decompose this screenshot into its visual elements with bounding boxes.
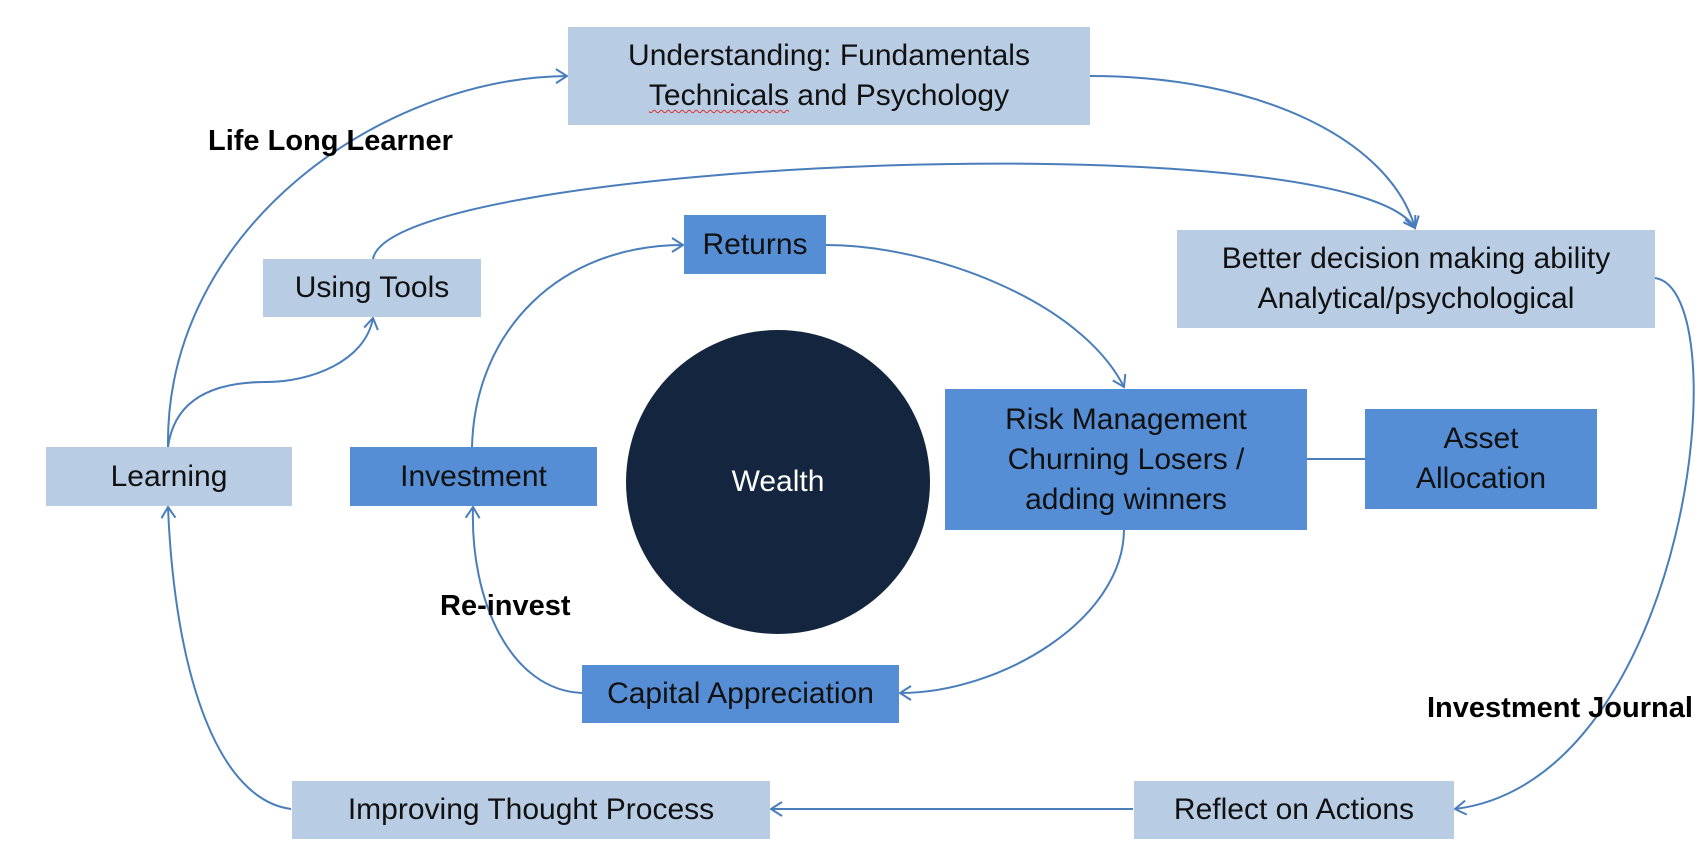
returns-box: Returns	[684, 215, 826, 274]
arrow-understanding-to-decision	[1089, 75, 1420, 230]
wealth-label: Wealth	[731, 465, 825, 498]
asset-allocation-line1: Asset	[1443, 422, 1519, 455]
understanding-box: Understanding: Fundamentals Technicals a…	[568, 27, 1090, 125]
understanding-line2: Technicals and Psychology	[649, 76, 1009, 116]
arrow-returns-to-risk	[825, 244, 1127, 389]
arrow-decision-to-reflect	[1453, 277, 1695, 816]
improving-thought-label: Improving Thought Process	[347, 793, 715, 826]
arrow-risk-to-capital	[898, 528, 1125, 701]
wealth-circle: Wealth	[626, 330, 930, 634]
arrow-improving-to-learning	[160, 505, 292, 810]
learning-box: Learning	[46, 447, 292, 506]
investment-label: Investment	[400, 459, 547, 493]
arrow-learning-to-tools	[167, 316, 379, 448]
arrow-capital-to-investment	[464, 505, 583, 694]
understanding-line2-underlined: Technicals	[648, 79, 789, 112]
asset-allocation-box: Asset Allocation	[1365, 409, 1597, 509]
asset-allocation-line2: Allocation	[1415, 462, 1547, 495]
better-decision-line1: Better decision making ability	[1221, 242, 1611, 275]
improving-thought-box: Improving Thought Process	[292, 781, 770, 839]
arrow-investment-to-returns	[471, 237, 685, 448]
better-decision-box: Better decision making ability Analytica…	[1177, 230, 1655, 328]
reflect-actions-label: Reflect on Actions	[1173, 793, 1415, 826]
using-tools-box: Using Tools	[263, 259, 481, 317]
re-invest-label: Re-invest	[440, 590, 571, 622]
risk-management-box: Risk Management Churning Losers / adding…	[945, 389, 1307, 530]
arrow-tools-to-decision	[372, 162, 1417, 260]
learning-label: Learning	[110, 459, 228, 493]
life-long-learner-label: Life Long Learner	[208, 125, 453, 157]
understanding-line2-rest: and Psychology	[788, 79, 1010, 112]
reflect-actions-box: Reflect on Actions	[1134, 781, 1454, 839]
capital-appreciation-label: Capital Appreciation	[607, 677, 874, 710]
risk-management-line1: Risk Management	[1005, 402, 1247, 436]
risk-management-line3: adding winners	[1025, 482, 1227, 516]
understanding-line1: Understanding: Fundamentals	[628, 39, 1030, 72]
returns-label: Returns	[702, 227, 808, 261]
arrow-learning-to-understanding	[166, 68, 569, 448]
capital-appreciation-box: Capital Appreciation	[582, 665, 899, 723]
better-decision-line2: Analytical/psychological	[1257, 282, 1575, 315]
using-tools-label: Using Tools	[294, 271, 450, 304]
investment-journal-label: Investment Journal	[1427, 692, 1693, 724]
risk-management-line2: Churning Losers /	[1007, 442, 1245, 476]
investment-box: Investment	[350, 447, 597, 506]
